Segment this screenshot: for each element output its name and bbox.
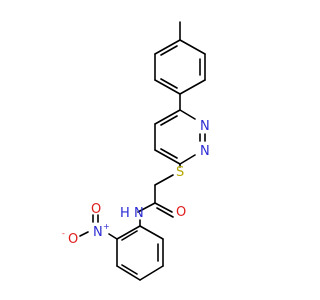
bond-pyr-d2	[160, 148, 178, 159]
atom-o-amide: O	[176, 205, 186, 220]
molecule-structure-canvas: N N S O N H N + O O -	[62, 21, 210, 281]
molecule-structure: N N S O N H N + O O -	[62, 21, 210, 281]
bond-nph-6	[116, 225, 141, 240]
bond-pyr-1	[179, 109, 196, 120]
bonds	[79, 21, 206, 281]
bond-tolyl-d2	[160, 78, 178, 89]
bond-pyr-3	[179, 154, 196, 165]
bond-co-n	[137, 202, 156, 213]
atom-nitro-o-minus: O	[68, 232, 78, 247]
bond-nph-1	[139, 225, 164, 240]
atom-s: S	[176, 165, 184, 180]
atom-labels: N N S O N H N + O O -	[62, 119, 210, 247]
bond-nph-d3	[121, 230, 138, 241]
bond-tolyl-d3	[160, 45, 178, 56]
atom-nh-h: H	[120, 206, 130, 221]
bond-nph-3	[139, 265, 164, 281]
atom-n1: N	[200, 119, 210, 134]
bond-nph-d2	[121, 264, 138, 275]
atom-nitro-n-charge: +	[103, 222, 110, 231]
bond-s-ch2	[154, 174, 174, 186]
atom-nitro-n: N	[93, 225, 103, 240]
bond-tolyl-6	[154, 39, 181, 55]
bond-pyr-d3	[160, 115, 178, 126]
bond-tolyl-4	[154, 79, 181, 95]
atom-nitro-o-top: O	[91, 202, 101, 217]
bond-pyr-6	[154, 109, 181, 125]
atom-nh: N	[134, 206, 144, 221]
bond-pyr-4	[154, 149, 181, 165]
bond-ar-nitro	[108, 233, 118, 240]
atom-nitro-o-charge: -	[62, 229, 65, 238]
bond-co-1	[154, 202, 173, 213]
bond-tolyl-1	[179, 39, 206, 55]
bond-co-2	[156, 207, 174, 218]
bond-nph-4	[116, 265, 141, 281]
atom-n2: N	[200, 144, 210, 159]
bond-tolyl-3	[179, 79, 206, 95]
bond-nitro-o-minus	[79, 231, 89, 237]
